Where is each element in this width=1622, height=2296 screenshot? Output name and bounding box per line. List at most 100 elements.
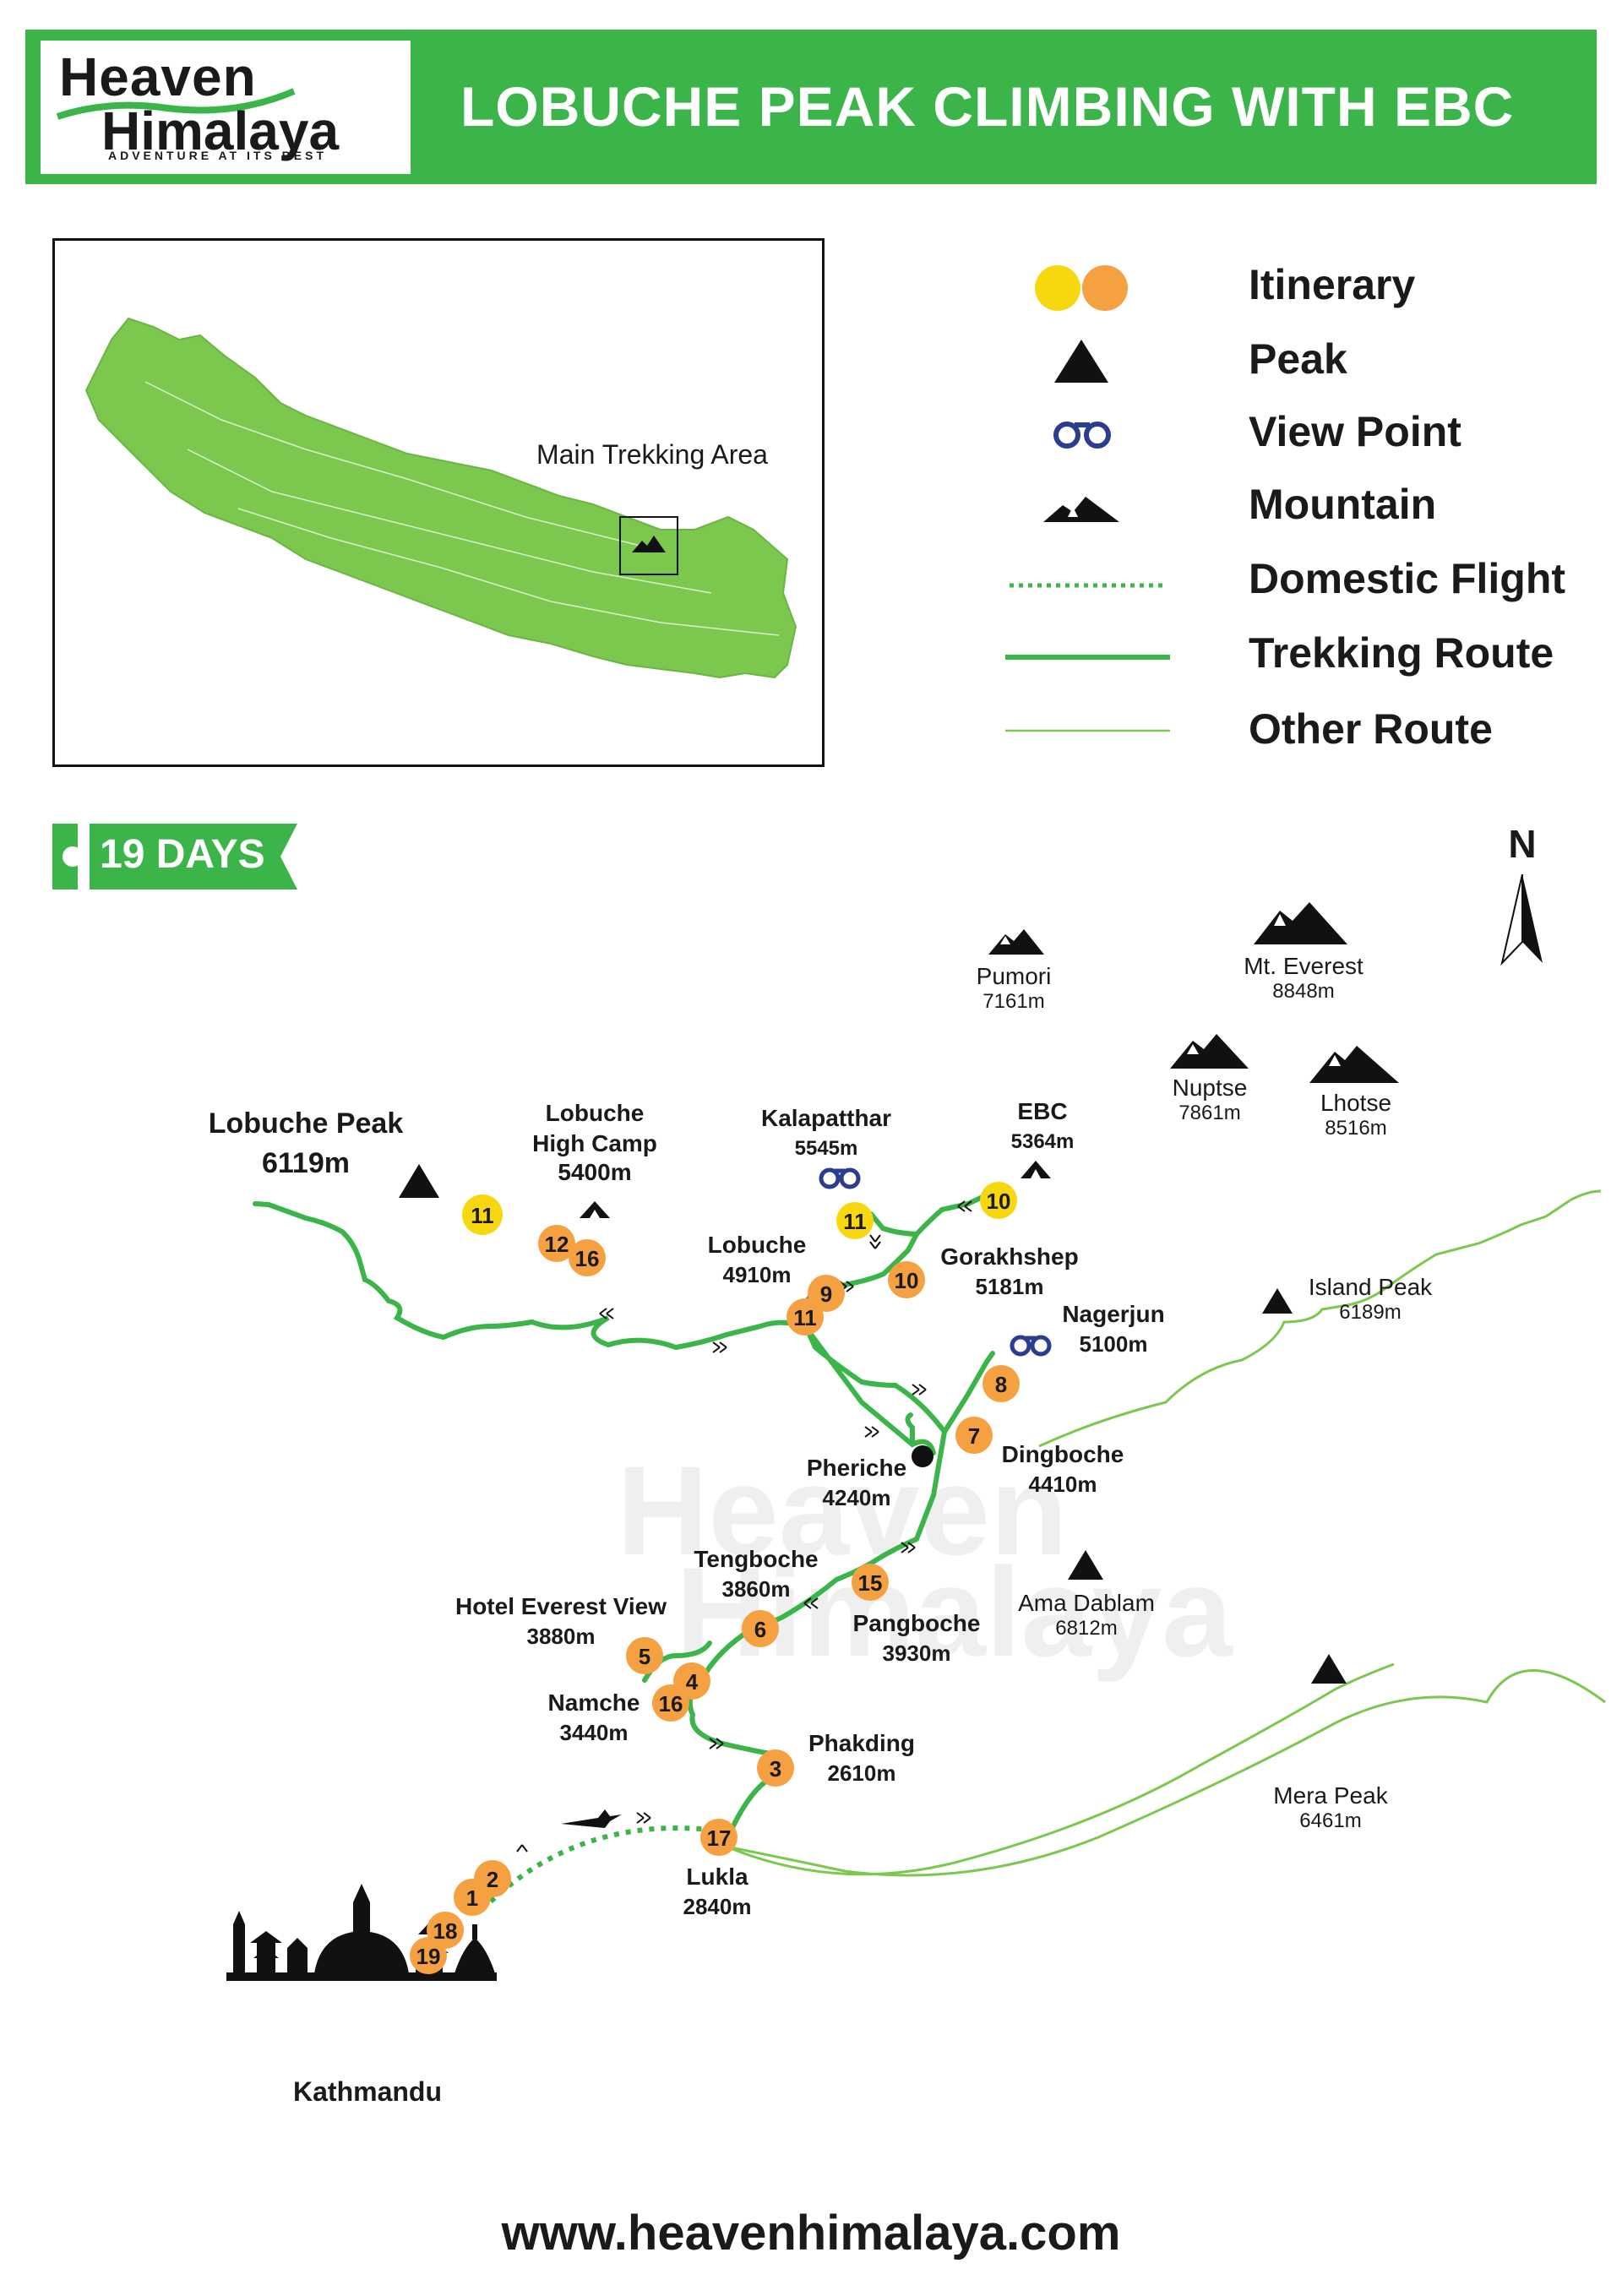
inset-label: Main Trekking Area: [536, 439, 768, 470]
marker-11-yellow: 11: [836, 1202, 874, 1239]
svg-text:17: 17: [707, 1825, 732, 1851]
marker-1: 1: [454, 1879, 491, 1916]
watermark-logo-icon: Heaven Himalaya: [617, 1439, 1233, 1683]
mountain-icon: [1043, 497, 1119, 522]
svg-text:10: 10: [895, 1268, 919, 1293]
marker-12: 12: [538, 1225, 575, 1262]
svg-text:11: 11: [843, 1209, 867, 1234]
svg-text:1: 1: [466, 1885, 478, 1911]
marker-19: 19: [410, 1937, 447, 1974]
page-title: LOBUCHE PEAK CLIMBING WITH EBC: [460, 75, 1515, 138]
north-label: N: [1508, 822, 1537, 866]
svg-text:16: 16: [659, 1691, 683, 1717]
other-route-island-peak: [1038, 1189, 1602, 1448]
svg-text:5: 5: [639, 1644, 650, 1669]
island-peak-icon: [1262, 1288, 1293, 1314]
svg-text:9: 9: [820, 1281, 832, 1307]
kalapatthar-binoculars-icon: [819, 1167, 861, 1189]
legend-other-route: Other Route: [1249, 705, 1493, 753]
svg-text:7: 7: [968, 1423, 980, 1449]
everest-mountain-icon: [1254, 902, 1347, 944]
other-route-mera-b: [726, 1669, 1606, 1877]
marker-8: 8: [982, 1365, 1020, 1402]
svg-text:6: 6: [754, 1617, 766, 1642]
svg-text:16: 16: [575, 1246, 600, 1271]
inset-map-frame: [52, 238, 825, 767]
kathmandu-skyline-icon: [226, 1884, 497, 1981]
svg-text:4: 4: [686, 1669, 699, 1695]
marker-10-yellow: 10: [980, 1182, 1017, 1219]
airplane-icon: [561, 1809, 622, 1828]
itinerary-dots-icon: [1035, 265, 1080, 311]
pumori-mountain-icon: [988, 929, 1044, 955]
legend-domestic-flight: Domestic Flight: [1249, 555, 1566, 602]
ama-dablam-peak-icon: [1068, 1550, 1103, 1580]
lobuche-peak-icon: [399, 1164, 439, 1198]
website-url[interactable]: www.heavenhimalaya.com: [501, 2206, 1121, 2261]
logo-himalaya-text: Himalaya: [101, 101, 340, 161]
north-arrow-icon: [1500, 874, 1543, 966]
legend-itinerary: Itinerary: [1249, 261, 1416, 308]
marker-11: 11: [787, 1298, 824, 1336]
svg-text:10: 10: [987, 1189, 1011, 1214]
marker-6: 6: [742, 1610, 779, 1647]
legend-trekking-route: Trekking Route: [1249, 629, 1554, 677]
marker-5: 5: [626, 1637, 663, 1674]
domestic-flight-route: [488, 1825, 719, 1904]
marker-3: 3: [757, 1749, 794, 1787]
marker-7: 7: [955, 1417, 993, 1454]
mera-peak-icon: [1311, 1654, 1347, 1684]
legend-peak: Peak: [1249, 335, 1347, 383]
svg-text:12: 12: [545, 1232, 569, 1257]
duration-badge: [52, 824, 297, 890]
legend-view-point: View Point: [1249, 408, 1461, 455]
marker-9: 9: [808, 1275, 845, 1312]
svg-text:Heaven: Heaven: [617, 1439, 1068, 1581]
svg-text:11: 11: [793, 1305, 817, 1330]
logo-heaven-text: Heaven: [59, 46, 257, 107]
svg-text:3: 3: [770, 1756, 781, 1782]
svg-text:2: 2: [487, 1867, 498, 1892]
peak-icon: [1054, 340, 1108, 383]
marker-17: 17: [700, 1819, 738, 1856]
logo-tagline: ADVENTURE AT ITS BEST: [108, 149, 328, 162]
legend-icons: [1005, 265, 1170, 732]
nagerjun-binoculars-icon: [1010, 1335, 1052, 1357]
marker-15: 15: [852, 1564, 889, 1601]
marker-14: 16: [569, 1239, 606, 1276]
nepal-map-icon: [84, 317, 797, 679]
other-route-mera: [726, 1662, 1395, 1876]
svg-text:15: 15: [858, 1570, 883, 1596]
marker-16: 16: [652, 1684, 689, 1722]
svg-text:8: 8: [995, 1372, 1007, 1397]
svg-text:Himalaya: Himalaya: [676, 1541, 1233, 1683]
nuptse-mountain-icon: [1170, 1034, 1249, 1069]
kathmandu-label: Kathmandu: [293, 2076, 442, 2107]
marker-10: 10: [888, 1261, 925, 1298]
logo-swoosh-icon: [56, 88, 296, 120]
